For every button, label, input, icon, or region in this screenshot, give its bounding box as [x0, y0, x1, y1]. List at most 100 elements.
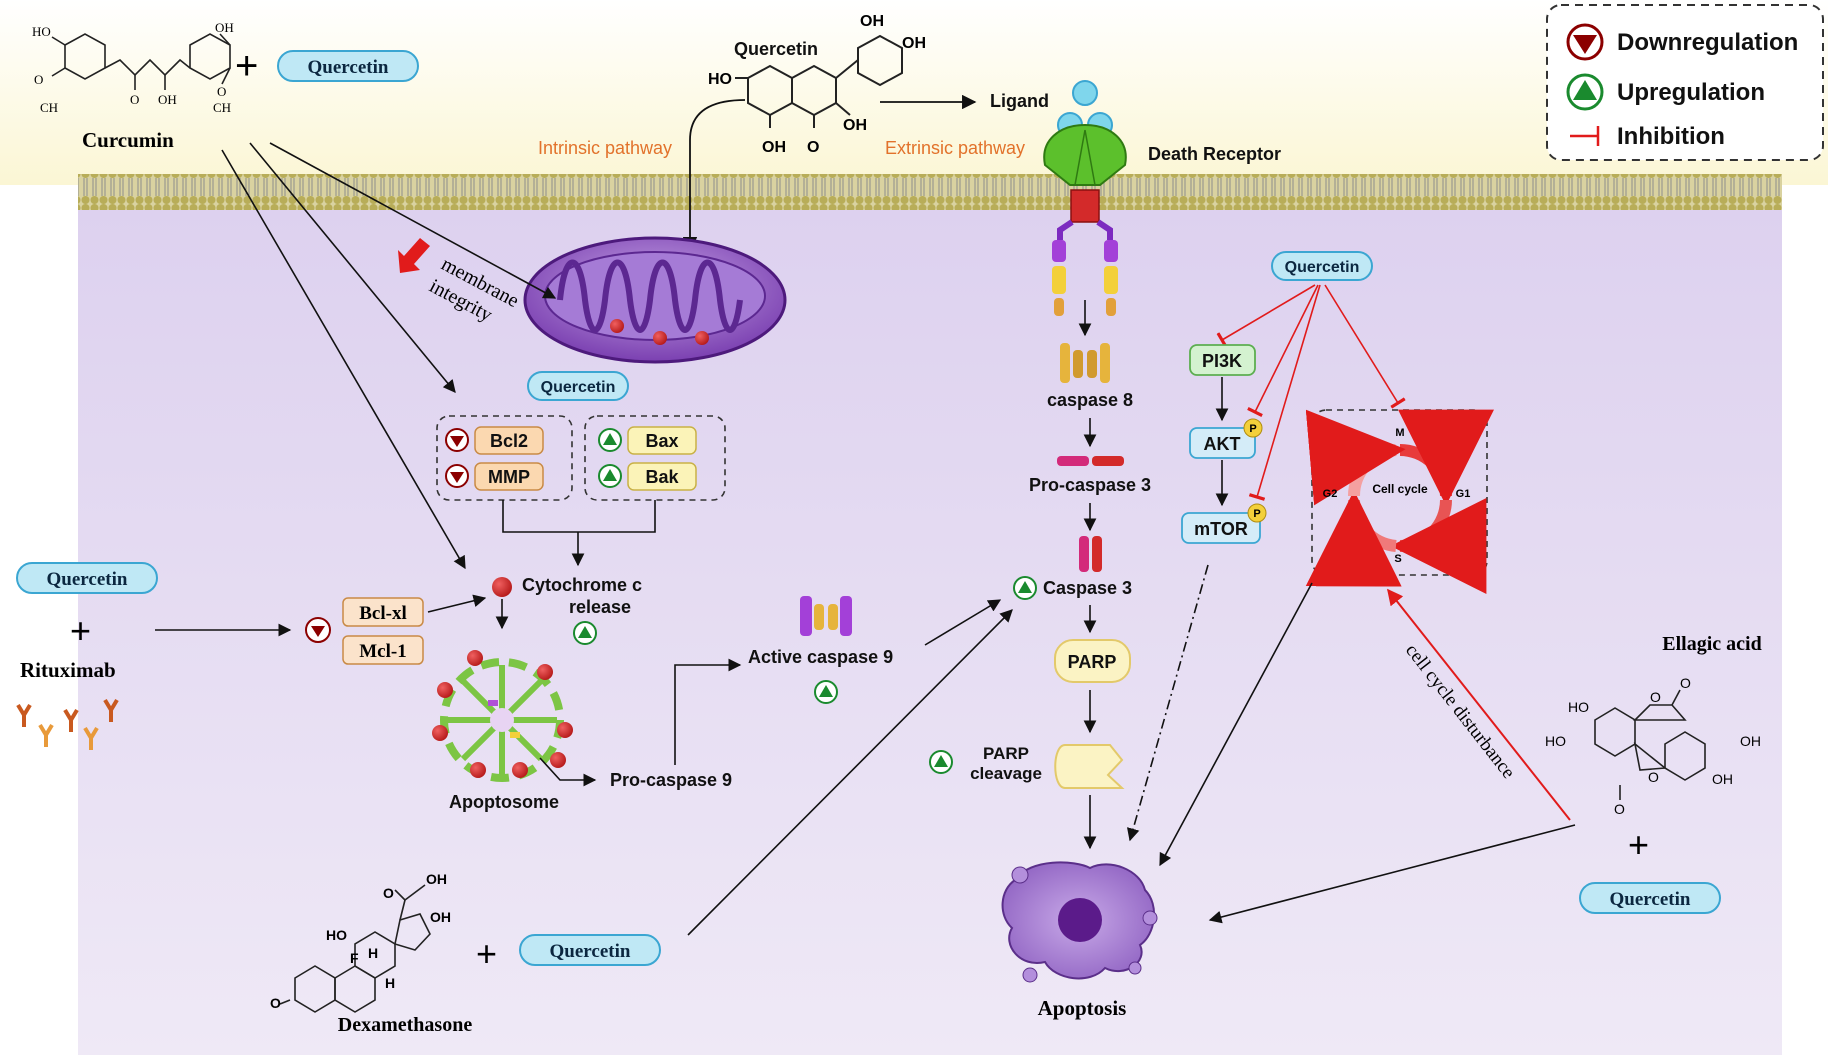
svg-text:O: O: [807, 139, 819, 156]
quercetin-pill: Quercetin: [1271, 251, 1373, 281]
plus-sign: +: [1628, 824, 1649, 865]
upregulation-icon: [1013, 576, 1037, 600]
cytochrome-label-line1: Cytochrome c: [522, 575, 642, 595]
quercetin-pill: Quercetin: [519, 934, 661, 966]
svg-text:OH: OH: [426, 871, 447, 887]
arrow-dexamethasone-combo-to-caspase3: [687, 609, 1013, 936]
phosphate-badge: P: [1243, 418, 1263, 438]
death-receptor: [1043, 123, 1127, 316]
svg-text:mTOR: mTOR: [1194, 519, 1248, 539]
death-receptor-label: Death Receptor: [1148, 144, 1281, 164]
phase-s: S: [1394, 553, 1401, 565]
svg-text:P: P: [1253, 508, 1260, 520]
legend-downregulation: Downregulation: [1617, 29, 1798, 56]
quercetin-pill: Quercetin: [277, 50, 419, 82]
arrow-quercetin-to-mitochondria: [682, 99, 746, 252]
svg-text:OH: OH: [1712, 771, 1733, 787]
svg-text:HO: HO: [32, 24, 51, 39]
phosphate-badge: P: [1247, 503, 1267, 523]
arrow-ellagic-combo-to-cell-cycle: [1387, 588, 1571, 821]
svg-text:H: H: [368, 945, 378, 961]
bak-box: Bak: [627, 462, 697, 491]
arrow-bcl-xl-to-cytochrome: [427, 594, 487, 613]
apoptosome: [432, 650, 573, 782]
bax-box: Bax: [627, 426, 697, 455]
svg-text:Quercetin: Quercetin: [541, 379, 616, 396]
phase-m: M: [1395, 427, 1404, 439]
downregulated-group-box: [436, 415, 573, 501]
extrinsic-pathway-label: Extrinsic pathway: [885, 138, 1025, 158]
pro-caspase9-label: Pro-caspase 9: [610, 770, 732, 790]
svg-text:Quercetin: Quercetin: [47, 569, 128, 590]
plus-sign: +: [70, 610, 91, 651]
arrow-pro-caspase9-to-active: [674, 658, 742, 765]
quercetin-pill: Quercetin: [527, 371, 629, 401]
svg-text:OH: OH: [762, 139, 786, 156]
quercetin-structure-title: Quercetin: [734, 39, 818, 59]
svg-text:CH: CH: [213, 100, 231, 115]
ellagic-acid-label: Ellagic acid: [1662, 633, 1761, 655]
plus-sign: +: [476, 933, 497, 974]
cytochrome-label-line2: release: [569, 597, 631, 617]
svg-text:Bcl2: Bcl2: [490, 431, 528, 451]
legend-box: [1546, 4, 1824, 161]
svg-text:O: O: [130, 92, 139, 107]
arrow-active-caspase9-to-caspase3: [924, 599, 1002, 646]
downregulation-icon: [305, 617, 331, 643]
legend-inhibition: Inhibition: [1617, 123, 1725, 150]
apoptotic-cell-icon: [1001, 861, 1158, 983]
svg-text:O: O: [1648, 769, 1659, 785]
arrow-curcumin-to-cytochrome: [221, 149, 466, 570]
svg-text:HO: HO: [708, 71, 732, 88]
svg-text:Quercetin: Quercetin: [1610, 889, 1691, 910]
svg-text:HO: HO: [1545, 733, 1566, 749]
svg-text:OH: OH: [158, 92, 177, 107]
upregulation-icon: [814, 680, 838, 704]
inhibition-arrows: [1216, 284, 1406, 501]
svg-text:OH: OH: [902, 35, 926, 52]
downregulation-icon: [445, 428, 469, 452]
mtor-box: mTOR: [1181, 512, 1261, 544]
svg-text:HO: HO: [326, 927, 347, 943]
arrow-mtor-to-apoptosis: [1126, 564, 1209, 842]
mmp-box: MMP: [474, 462, 544, 491]
upregulation-icon: [1566, 73, 1604, 111]
quercetin-structure: [735, 34, 903, 128]
quercetin-pill: Quercetin: [1579, 882, 1721, 914]
ellagic-acid-structure: [1594, 689, 1706, 800]
arrow-cell-cycle-to-apoptosis: [1159, 582, 1313, 867]
bcl-xl-box: Bcl-xl: [342, 597, 424, 627]
rituximab-label: Rituximab: [20, 658, 116, 682]
akt-box: AKT: [1189, 427, 1256, 459]
bracket-arrow-to-cytochrome: [502, 500, 656, 565]
curcumin-atom-labels: HO O CH OH O CH O OH: [32, 20, 234, 115]
parp-cleavage-label-line2: cleavage: [970, 764, 1042, 783]
pro-caspase3-label: Pro-caspase 3: [1029, 475, 1151, 495]
svg-text:Quercetin: Quercetin: [550, 941, 631, 962]
svg-text:OH: OH: [1740, 733, 1761, 749]
svg-text:OH: OH: [430, 909, 451, 925]
cell-cycle-center-label: Cell cycle: [1372, 482, 1428, 496]
ligand-label: Ligand: [990, 91, 1049, 111]
caspase3-label: Caspase 3: [1043, 578, 1132, 598]
svg-text:PI3K: PI3K: [1202, 351, 1242, 371]
svg-text:Quercetin: Quercetin: [1285, 259, 1360, 276]
svg-text:HO: HO: [1568, 699, 1589, 715]
quercetin-pill: Quercetin: [16, 562, 158, 594]
pi3k-box: PI3K: [1189, 344, 1256, 376]
arrow-curcumin-to-mitochondria: [269, 142, 557, 299]
upregulation-icon: [929, 750, 953, 774]
svg-text:Bcl-xl: Bcl-xl: [359, 603, 407, 624]
arrow-ellagic-combo-to-apoptosis: [1208, 824, 1576, 924]
dexamethasone-atom-labels: O HO F H H OH OH O: [270, 871, 451, 1011]
svg-text:H: H: [385, 975, 395, 991]
arrow-apoptosome-to-pro-caspase9: [539, 757, 597, 787]
intrinsic-pathway-label: Intrinsic pathway: [538, 138, 672, 158]
downregulation-icon: [445, 464, 469, 488]
cytoplasm: [78, 210, 1782, 1055]
antibody-icons: [16, 698, 119, 750]
bcl2-box: Bcl2: [474, 426, 544, 455]
membrane-integrity-arrow-icon: [398, 238, 430, 273]
inhibition-icon: [1570, 126, 1600, 146]
